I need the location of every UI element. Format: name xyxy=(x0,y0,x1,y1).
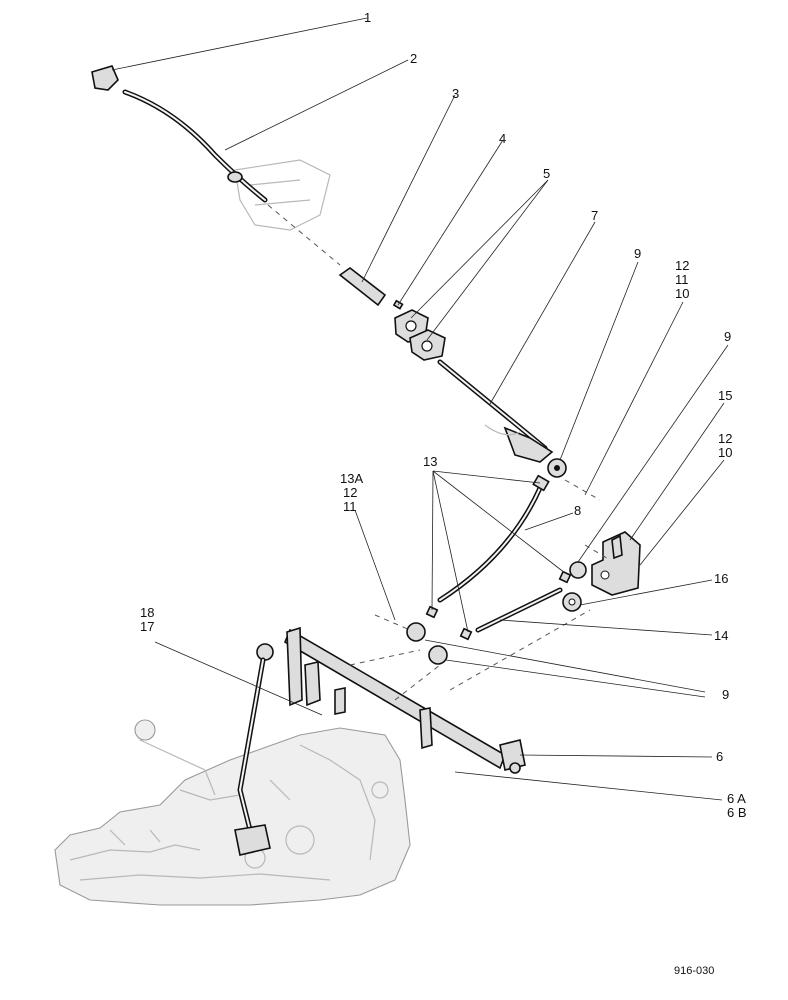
callout-12-left: 12 xyxy=(343,485,357,500)
callout-2: 2 xyxy=(410,51,417,66)
part-9-ball-joints-lower xyxy=(406,561,587,665)
callout-labels: 1 2 3 4 5 7 9 12 11 10 9 15 12 10 13 13A… xyxy=(140,10,747,820)
part-5-clamp-blocks xyxy=(394,309,446,361)
callout-12-top: 12 xyxy=(675,258,689,273)
callout-10-top: 10 xyxy=(675,286,689,301)
callout-15: 15 xyxy=(718,388,732,403)
callout-6: 6 xyxy=(716,749,723,764)
callout-3: 3 xyxy=(452,86,459,101)
lever-axis-line xyxy=(267,204,341,266)
callout-13A: 13A xyxy=(340,471,363,486)
gearbox-housing xyxy=(54,719,411,906)
callout-7: 7 xyxy=(591,208,598,223)
part-15-bracket xyxy=(591,531,641,596)
part-1-knob xyxy=(91,65,119,91)
callout-10-right: 10 xyxy=(718,445,732,460)
lever-housing-outline xyxy=(234,159,331,231)
leader-lines xyxy=(111,17,729,801)
callout-1: 1 xyxy=(364,10,371,25)
part-2-gear-lever xyxy=(122,89,268,203)
part-17-18-selector-levers xyxy=(234,643,274,856)
callout-5: 5 xyxy=(543,166,550,181)
callout-17: 17 xyxy=(140,619,154,634)
assembly-lines xyxy=(349,479,611,701)
callout-4: 4 xyxy=(499,131,506,146)
callout-12-right: 12 xyxy=(718,431,732,446)
part-8-link-rod xyxy=(437,474,550,603)
callout-11-top: 11 xyxy=(675,272,689,287)
callout-9-right: 9 xyxy=(724,329,731,344)
callout-9-upper: 9 xyxy=(634,246,641,261)
callout-16: 16 xyxy=(714,571,728,586)
callout-11-left: 11 xyxy=(343,499,357,514)
part-7-shift-shaft xyxy=(437,359,554,463)
part-3-sleeve xyxy=(338,267,387,307)
callout-9-lower: 9 xyxy=(722,687,729,702)
callout-6A: 6 A xyxy=(727,791,746,806)
part-13-nuts xyxy=(425,570,572,641)
part-6-cross-shaft xyxy=(283,626,526,774)
part-16-nut xyxy=(562,592,582,612)
callout-14: 14 xyxy=(714,628,728,643)
callout-6B: 6 B xyxy=(727,805,747,820)
callout-8: 8 xyxy=(574,503,581,518)
callout-13: 13 xyxy=(423,454,437,469)
part-9-ball-joint-upper xyxy=(547,458,567,478)
drawing-number: 916-030 xyxy=(674,965,714,977)
part-14-adjusting-rod xyxy=(475,587,563,633)
callout-18: 18 xyxy=(140,605,154,620)
